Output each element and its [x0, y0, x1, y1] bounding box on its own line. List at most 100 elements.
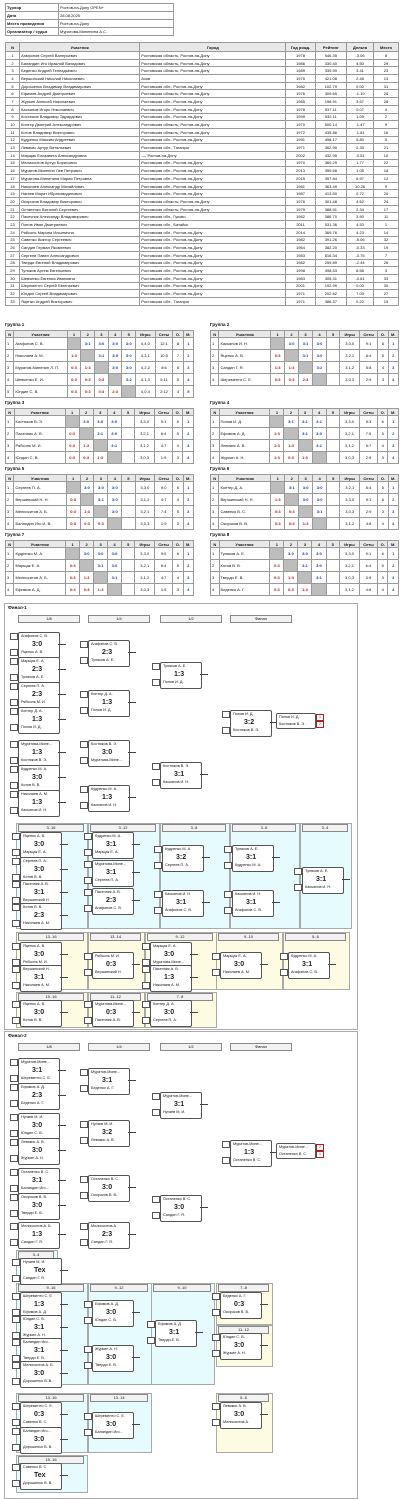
group-cell: 2	[209, 349, 220, 362]
seed-tag	[10, 1210, 18, 1217]
group-cell: 3:1	[298, 337, 313, 350]
group-cell: 3:2	[121, 373, 137, 386]
place-tag: 1	[316, 1151, 324, 1158]
seed-tag	[212, 1350, 220, 1357]
player-name: Пасечник А. В.	[95, 1018, 121, 1022]
seed-tag	[12, 833, 20, 840]
group-cell: 3:0	[107, 481, 123, 494]
player-name: Баландин Иго...	[21, 1186, 49, 1190]
group-cell: 4:8	[359, 517, 379, 530]
group-cell: 2	[387, 559, 399, 572]
group-cell: 3	[387, 505, 399, 518]
table-cell: 30	[373, 281, 399, 291]
match-score: 1:3	[244, 1149, 255, 1156]
match-score: 3:0	[34, 1009, 45, 1016]
player-name: Шеременто С. Е.	[95, 1414, 125, 1418]
group-cell: 2	[4, 349, 15, 362]
table-cell: 386.70	[314, 212, 348, 222]
sub-round-header: 13..14	[90, 933, 141, 941]
group-cell: 3:0	[107, 559, 122, 572]
bracket-line	[60, 1414, 68, 1415]
group-cell: 10:5	[154, 349, 174, 362]
group-cell: 3:1	[93, 493, 109, 506]
match-score: 3:1	[32, 1067, 43, 1074]
group-cell: 3,0,3	[339, 451, 360, 464]
table-cell: Яценко Андрей Викторович	[19, 297, 141, 306]
place-tag: 1	[316, 714, 324, 721]
group-col-header: 3	[298, 330, 313, 338]
group-cell: 3,2,1	[339, 559, 360, 572]
group-player-name: Касьянов И. Н.	[218, 337, 272, 350]
table-cell: -1.47	[345, 120, 375, 129]
player-name: Баландин Иго...	[23, 1429, 51, 1433]
player-name: Касьянов И. Н.	[163, 780, 190, 784]
